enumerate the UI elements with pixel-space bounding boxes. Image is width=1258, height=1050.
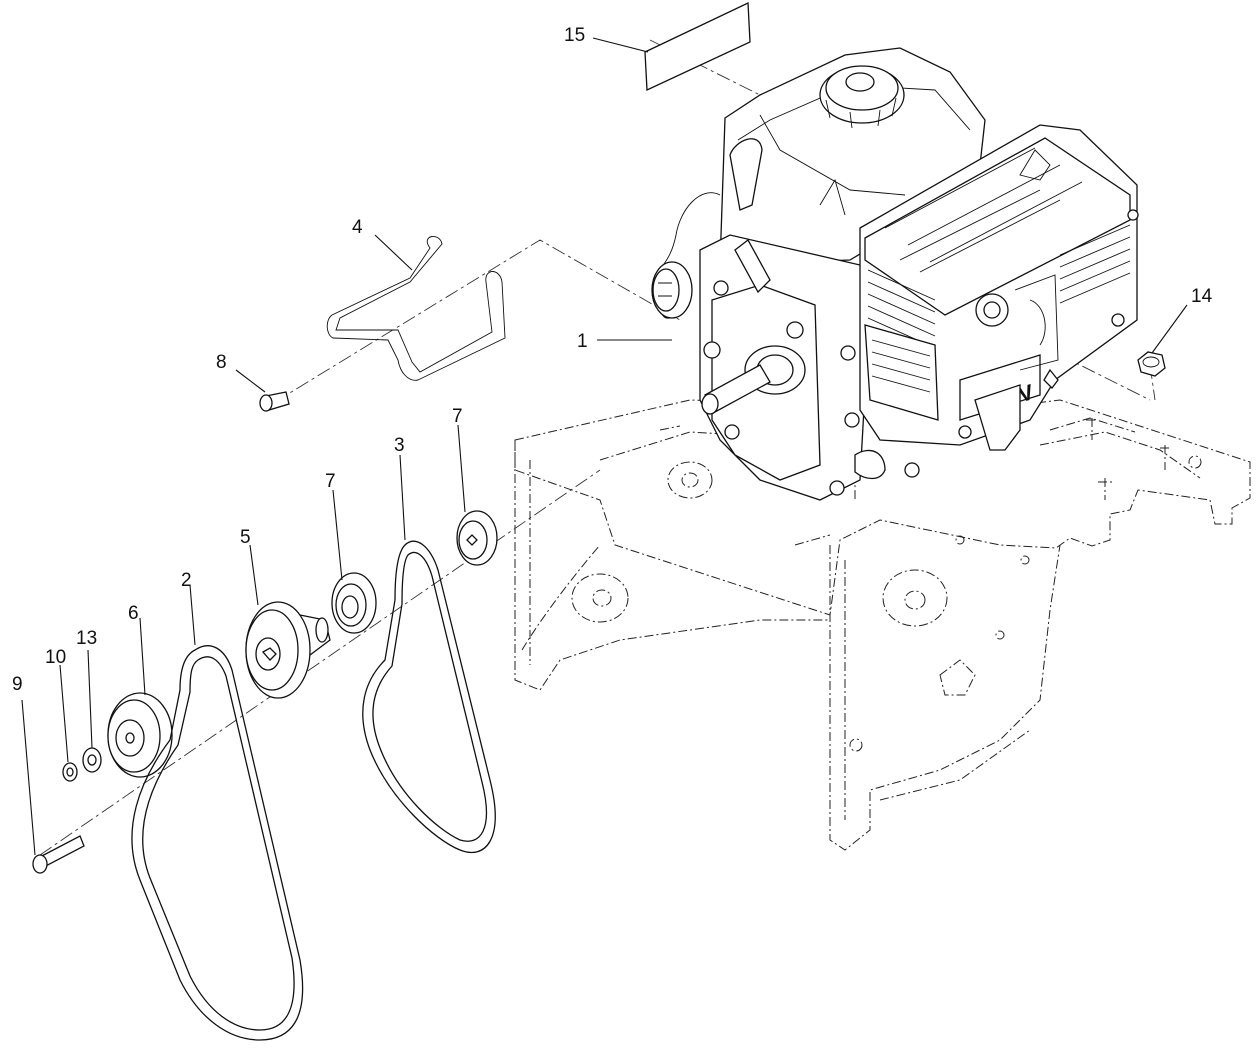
callout-leader-lines: [21, 37, 1188, 856]
spacer-part-7b: [456, 510, 498, 566]
belt-part-3: [362, 540, 496, 854]
callout-7b: 7: [452, 406, 463, 427]
belt-guide-part-4: [326, 236, 506, 381]
callout-6: 6: [128, 603, 139, 624]
nut-part-14: [1137, 351, 1166, 377]
bolt-part-9: [32, 835, 85, 874]
belt-part-2: [131, 645, 304, 1041]
pulley-part-6: [107, 692, 173, 778]
callout-8: 8: [216, 352, 227, 373]
callout-3: 3: [394, 435, 405, 456]
callout-9: 9: [12, 674, 23, 695]
shoulder-bolt-part-8: [259, 391, 290, 412]
callout-1: 1: [577, 331, 588, 352]
engine-assembly: OHV: [651, 47, 1139, 501]
callout-13: 13: [76, 628, 97, 649]
callout-14: 14: [1191, 286, 1213, 307]
callout-4: 4: [352, 217, 363, 238]
flat-washer-part-13: [82, 747, 102, 773]
callout-5: 5: [240, 527, 251, 548]
lock-washer-part-10: [62, 762, 78, 782]
decal-part-15: [644, 1, 751, 91]
shroud-vents: [867, 224, 1131, 349]
callout-10: 10: [45, 647, 66, 668]
frame-housing-phantom: [514, 399, 1251, 851]
callout-numbers: 1 2 3 4 5 6 7 7 8 9 10 13 14 15: [12, 25, 1213, 695]
pulley-part-5: [245, 601, 331, 699]
callout-7a: 7: [325, 471, 336, 492]
spacer-part-7a: [331, 572, 377, 634]
callout-15: 15: [564, 25, 585, 46]
callout-2: 2: [181, 570, 192, 591]
